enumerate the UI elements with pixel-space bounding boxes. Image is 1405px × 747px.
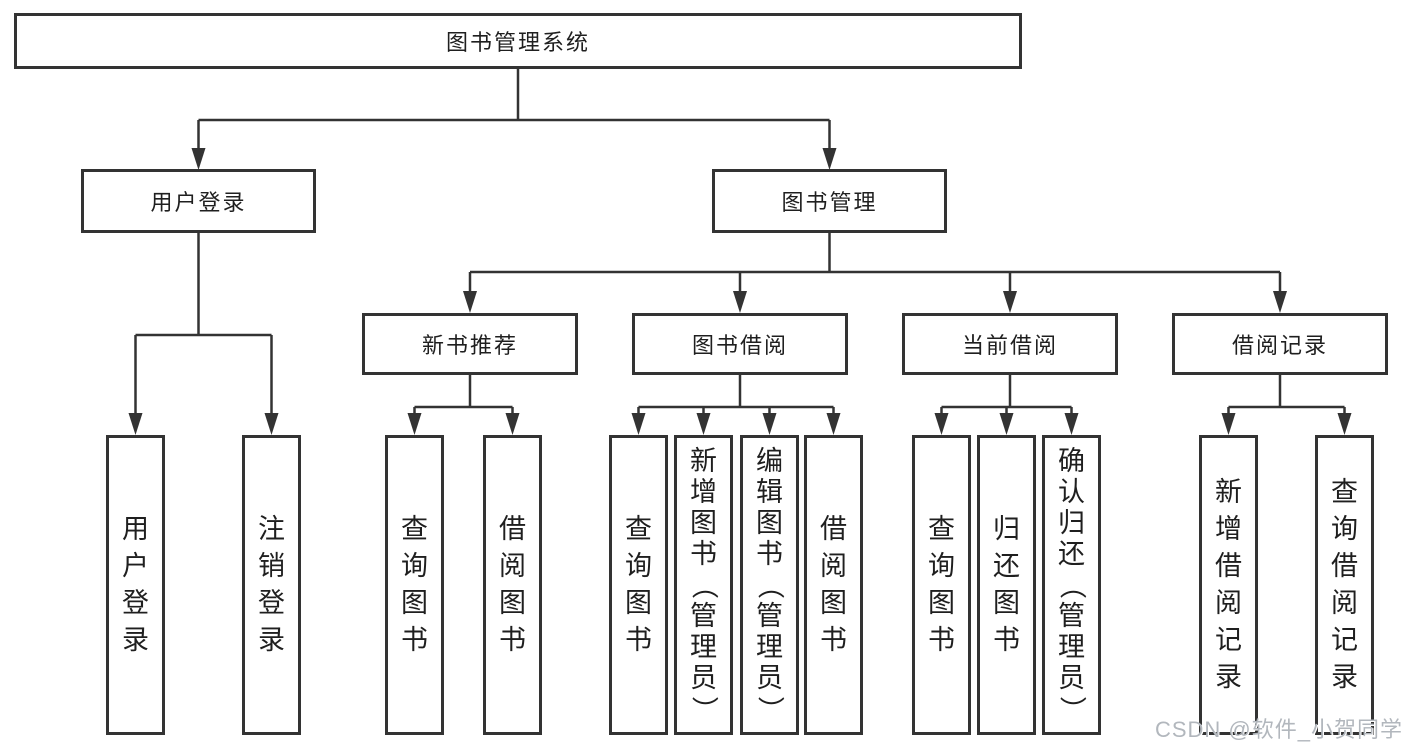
connector-root-to-level2 [197,69,831,150]
leaf-label: 新增借阅记录 [1215,477,1242,692]
leaf-label: 查询图书 [625,514,652,655]
node-new-book-recommend: 新书推荐 [362,313,578,375]
node-label: 借阅记录 [1231,333,1328,358]
node-user-login: 用户登录 [81,169,316,233]
leaf-label: 借阅图书 [820,514,847,655]
leaf-edit-books-admin: 编辑图书（管理员） [740,435,799,735]
node-label: 图书借阅 [691,333,788,358]
leaf-return-books: 归还图书 [977,435,1036,735]
leaf-query-books-1: 查询图书 [385,435,444,735]
node-label: 新书推荐 [421,333,518,358]
connector-current-borrow-to-leaves [940,375,1073,416]
leaf-label: 查询图书 [928,514,955,655]
leaf-borrow-books-1: 借阅图书 [483,435,542,735]
leaf-label: 用户登录 [122,514,149,655]
leaf-confirm-return-admin: 确认归还（管理员） [1042,435,1101,735]
connector-new-book-to-leaves [413,375,514,416]
node-current-borrow: 当前借阅 [902,313,1118,375]
node-label: 图书管理 [781,190,878,215]
leaf-user-login: 用户登录 [106,435,165,735]
connector-borrow-records-to-leaves [1227,375,1346,416]
connector-book-borrow-to-leaves [637,375,835,416]
leaf-add-books-admin: 新增图书（管理员） [674,435,733,735]
leaf-label: 归还图书 [993,514,1020,655]
leaf-label: 编辑图书（管理员） [755,445,785,723]
leaf-logout: 注销登录 [242,435,301,735]
leaf-label: 查询图书 [401,514,428,655]
leaf-label: 借阅图书 [499,514,526,655]
leaf-label: 查询借阅记录 [1331,477,1358,692]
node-label: 用户登录 [150,190,247,215]
leaf-query-books-2: 查询图书 [609,435,668,735]
node-library-management-system: 图书管理系统 [14,13,1022,69]
leaf-label: 注销登录 [258,514,285,655]
node-label: 图书管理系统 [445,30,590,55]
watermark: CSDN @软件_小贺同学 [1154,717,1403,742]
leaf-query-books-3: 查询图书 [912,435,971,735]
leaf-add-borrow-record: 新增借阅记录 [1199,435,1258,735]
connector-user-login-to-leaves [134,233,273,416]
node-book-borrow: 图书借阅 [632,313,848,375]
leaf-borrow-books-2: 借阅图书 [804,435,863,735]
node-borrow-records: 借阅记录 [1172,313,1388,375]
leaf-query-borrow-record: 查询借阅记录 [1315,435,1374,735]
leaf-label: 新增图书（管理员） [689,445,719,723]
node-book-management: 图书管理 [712,169,947,233]
node-label: 当前借阅 [961,333,1058,358]
connector-book-management-to-level3 [468,233,1282,294]
leaf-label: 确认归还（管理员） [1057,445,1087,723]
